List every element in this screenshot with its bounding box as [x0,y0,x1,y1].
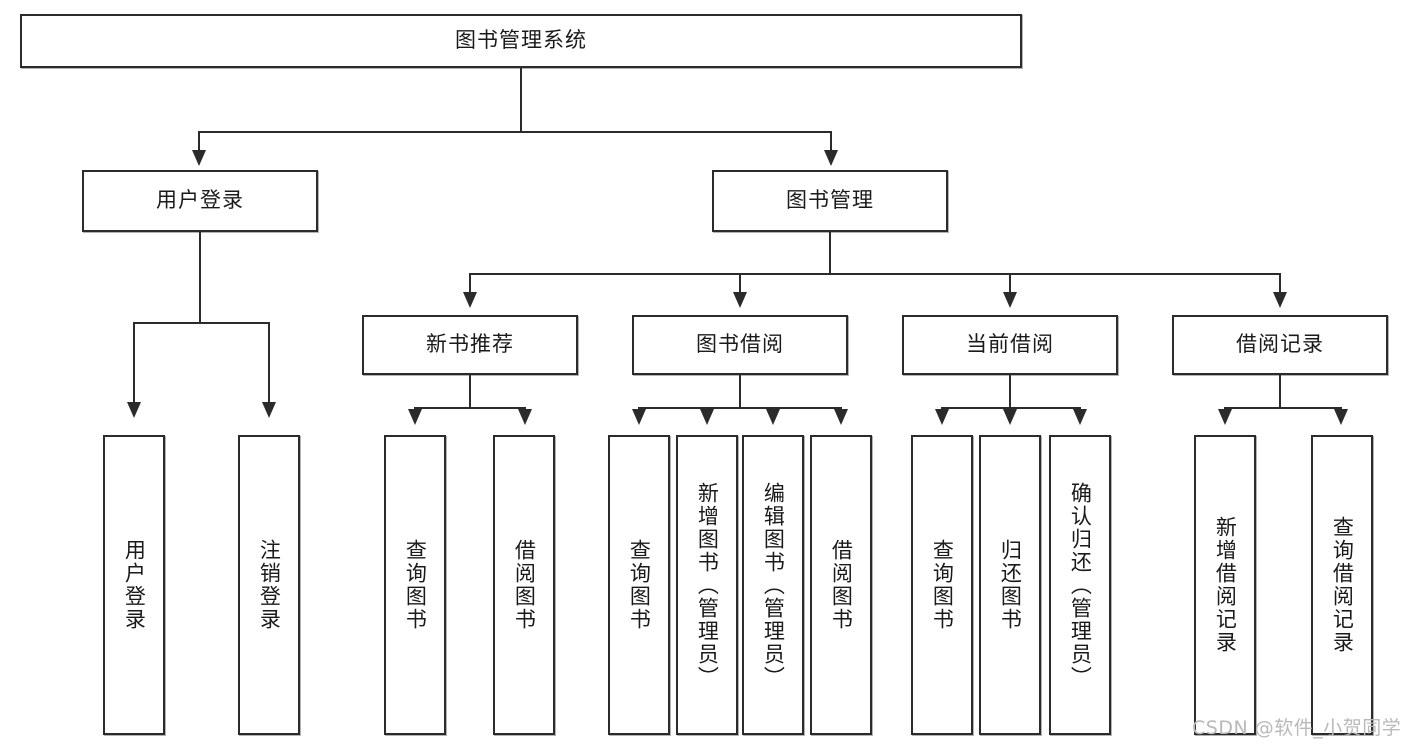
connector-book-manage-stem [829,232,831,274]
connector-book-manage-drop-2 [739,273,741,297]
leaf-book-borrow-edit[interactable]: 编辑图书（管理员） [742,435,804,735]
node-label: 当前借阅 [966,332,1054,357]
leaf-label: 查询图书 [627,539,652,631]
leaf-label: 注销登录 [257,539,282,631]
arrow-book-borrow-leaf-1 [632,409,646,425]
connector-root-to-user-login [198,131,200,155]
leaf-book-borrow-add[interactable]: 新增图书（管理员） [676,435,738,735]
arrow-current-borrow-leaf-1 [935,409,949,425]
node-root-system[interactable]: 图书管理系统 [20,14,1022,68]
node-book-management[interactable]: 图书管理 [712,170,948,232]
connector-root-stem [520,68,522,132]
node-label: 图书管理 [786,188,874,213]
leaf-user-login-logout[interactable]: 注销登录 [238,435,300,735]
arrow-current-borrow-leaf-2 [1003,409,1017,425]
node-label: 图书借阅 [696,332,784,357]
leaf-label: 编辑图书（管理员） [761,481,786,689]
connector-current-borrow-bus [941,407,1081,409]
leaf-book-borrow-query[interactable]: 查询图书 [608,435,670,735]
arrow-current-borrow-leaf-3 [1073,409,1087,425]
arrow-book-borrow-leaf-2 [700,409,714,425]
connector-current-borrow-stem [1009,375,1011,408]
connector-root-bus [198,131,832,133]
arrow-book-manage-to-current-borrow [1003,292,1017,308]
leaf-label: 用户登录 [122,539,147,631]
leaf-borrow-record-query[interactable]: 查询借阅记录 [1311,435,1373,735]
leaf-label: 确认归还（管理员） [1068,481,1093,689]
leaf-current-borrow-query[interactable]: 查询图书 [911,435,973,735]
leaf-book-borrow-lend[interactable]: 借阅图书 [810,435,872,735]
arrow-borrow-record-leaf-1 [1218,409,1232,425]
node-current-borrow[interactable]: 当前借阅 [902,315,1118,375]
arrow-new-book-leaf-2 [518,409,532,425]
node-label: 借阅记录 [1236,332,1324,357]
connector-borrow-record-stem [1279,375,1281,408]
arrow-root-to-user-login [192,150,206,166]
connector-book-manage-drop-4 [1279,273,1281,297]
connector-user-login-drop-1 [133,322,135,406]
leaf-label: 查询借阅记录 [1330,516,1355,654]
node-label: 新书推荐 [426,332,514,357]
leaf-label: 新增借阅记录 [1213,516,1238,654]
node-borrow-record[interactable]: 借阅记录 [1172,315,1388,375]
node-label: 图书管理系统 [455,28,587,53]
connector-borrow-record-bus [1224,407,1342,409]
leaf-label: 新增图书（管理员） [695,481,720,689]
node-user-login[interactable]: 用户登录 [82,170,318,232]
arrow-user-login-leaf-2 [262,402,276,418]
arrow-new-book-leaf-1 [408,409,422,425]
arrow-book-manage-to-new-book [463,292,477,308]
connector-book-manage-drop-3 [1009,273,1011,297]
connector-book-manage-drop-1 [469,273,471,297]
leaf-current-borrow-confirm-return[interactable]: 确认归还（管理员） [1049,435,1111,735]
leaf-borrow-record-add[interactable]: 新增借阅记录 [1194,435,1256,735]
leaf-new-book-borrow[interactable]: 借阅图书 [493,435,555,735]
arrow-user-login-leaf-1 [127,402,141,418]
node-book-borrow[interactable]: 图书借阅 [632,315,848,375]
node-label: 用户登录 [156,188,244,213]
connector-new-book-bus [414,407,526,409]
connector-book-manage-bus [469,273,1281,275]
leaf-label: 借阅图书 [512,539,537,631]
arrow-book-borrow-leaf-4 [834,409,848,425]
node-new-book-recommend[interactable]: 新书推荐 [362,315,578,375]
connector-new-book-stem [469,375,471,408]
arrow-book-manage-to-record [1273,292,1287,308]
connector-book-borrow-stem [739,375,741,408]
arrow-book-borrow-leaf-3 [766,409,780,425]
leaf-current-borrow-return[interactable]: 归还图书 [979,435,1041,735]
connector-user-login-bus [133,322,269,324]
arrow-book-manage-to-borrow [733,292,747,308]
connector-user-login-stem [199,232,201,323]
leaf-label: 归还图书 [998,539,1023,631]
arrow-root-to-book-manage [824,150,838,166]
connector-user-login-drop-2 [268,322,270,406]
leaf-label: 查询图书 [403,539,428,631]
leaf-label: 查询图书 [930,539,955,631]
connector-book-borrow-bus [638,407,842,409]
leaf-new-book-query[interactable]: 查询图书 [384,435,446,735]
leaf-label: 借阅图书 [829,539,854,631]
leaf-user-login-login[interactable]: 用户登录 [103,435,165,735]
connector-root-to-book-manage [830,131,832,155]
arrow-borrow-record-leaf-2 [1334,409,1348,425]
